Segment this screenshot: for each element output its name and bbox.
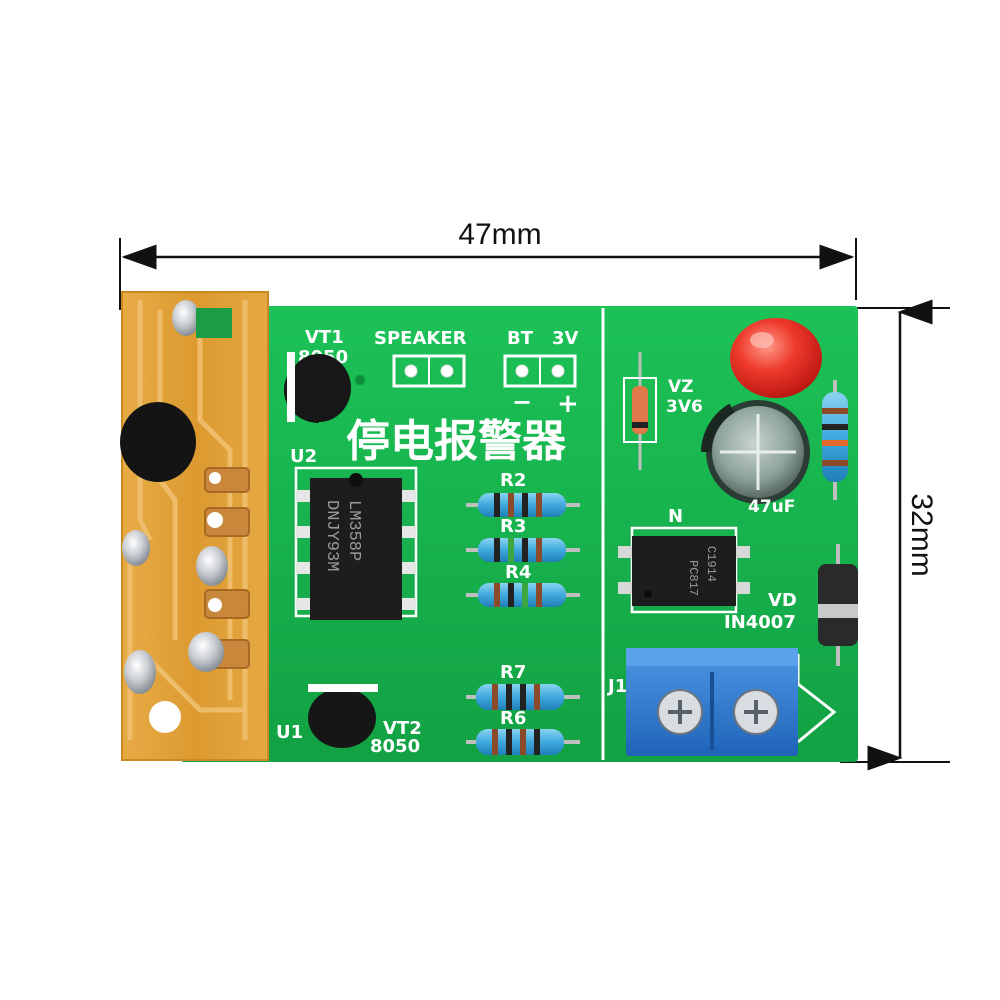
bt-voltage-label: 3V <box>552 328 579 349</box>
electrolytic-capacitor: 47uF <box>701 400 810 517</box>
capacitor-value: 47uF <box>748 497 795 517</box>
n-label: N <box>668 506 683 527</box>
vt2-part-label: 8050 <box>370 736 420 757</box>
terminal-block <box>626 648 798 756</box>
op-amp-ic: LM358P DNJY93M <box>294 466 418 620</box>
bt-label: BT <box>507 328 534 349</box>
r7-label: R7 <box>500 662 526 683</box>
height-dimension: 32mm <box>840 299 950 771</box>
u1-label: U1 <box>276 722 303 743</box>
vd-label: VD <box>768 590 797 611</box>
transistor-vt1 <box>284 352 351 423</box>
chip-marking-1: LM358P <box>344 500 363 561</box>
speaker-label: SPEAKER <box>374 328 467 349</box>
bt-plus-label: + <box>557 389 579 419</box>
battery-connector <box>503 354 577 388</box>
j1-label: J1 <box>606 676 627 697</box>
speaker-connector <box>392 354 466 388</box>
opto-marking-2: PC817 <box>686 560 700 596</box>
resistor-r3 <box>466 538 580 562</box>
rectifier-diode <box>818 544 858 666</box>
r4-label: R4 <box>505 562 531 583</box>
r2-label: R2 <box>500 470 526 491</box>
resistor-vertical-top <box>822 380 848 500</box>
zener-diode <box>623 352 657 470</box>
height-label: 32mm <box>905 493 938 576</box>
u2-label: U2 <box>290 446 317 467</box>
opto-marking-1: C1914 <box>704 546 718 582</box>
mounting-hole <box>149 701 181 733</box>
optocoupler: C1914 PC817 <box>618 526 750 614</box>
red-led <box>730 318 822 398</box>
resistor-r4 <box>466 583 580 607</box>
resistor-r7 <box>466 684 580 710</box>
vt2-label: VT2 <box>383 718 422 739</box>
resistor-r2 <box>466 493 580 517</box>
vz-value-label: 3V6 <box>666 397 703 417</box>
vd-part-label: IN4007 <box>724 612 796 633</box>
r6-label: R6 <box>500 708 526 729</box>
resistors <box>466 493 580 755</box>
bt-minus-label: − <box>512 388 532 416</box>
board-title: 停电报警器 <box>346 416 567 467</box>
transistor-vt2 <box>308 684 378 748</box>
resistor-r6 <box>466 729 580 755</box>
vt1-label: VT1 <box>305 327 344 348</box>
width-label: 47mm <box>458 218 541 251</box>
silkscreen: VT1 8050 SPEAKER BT 3V − + 停电报警器 U2 R2 R… <box>276 327 797 757</box>
r3-label: R3 <box>500 516 526 537</box>
chip-marking-2: DNJY93M <box>322 500 341 571</box>
cob-chip <box>120 402 196 482</box>
sound-module <box>120 291 269 761</box>
vz-label: VZ <box>668 377 693 397</box>
width-dimension: 47mm <box>119 218 857 310</box>
